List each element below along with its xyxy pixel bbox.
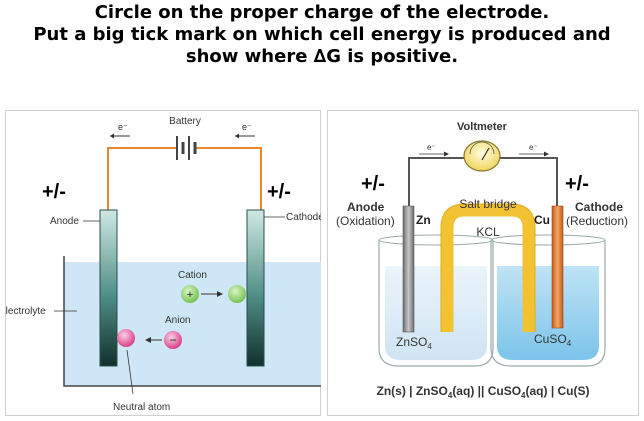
electron-arrowhead-right	[235, 133, 239, 139]
electron-label-left: e⁻	[118, 122, 128, 132]
anion-sign: −	[169, 333, 176, 347]
cation-arrowhead	[217, 291, 223, 297]
cathode-charge-mark[interactable]: +/-	[565, 173, 589, 195]
cation-particle	[181, 285, 199, 303]
voltmeter-label: Voltmeter	[457, 121, 508, 133]
instruction-line-1: Circle on the proper charge of the elect…	[94, 2, 550, 23]
electron-arrowhead-left	[110, 133, 114, 139]
neutral-atom-particle	[117, 329, 135, 347]
battery-label: Battery	[169, 116, 201, 127]
znso4-label: ZnSO4	[396, 335, 432, 351]
anode-charge-mark[interactable]: +/-	[361, 173, 385, 195]
anion-label: Anion	[165, 315, 191, 326]
cell-notation: Zn(s) | ZnSO4(aq) || CuSO4(aq) | Cu(S)	[377, 384, 590, 400]
anion-particle	[164, 331, 182, 349]
cathode-beaker	[490, 240, 606, 367]
copper-label: Cu	[534, 213, 550, 227]
wire	[408, 157, 558, 206]
anode-electrode	[99, 209, 118, 367]
anion-arrowhead	[145, 337, 151, 343]
neutral-atom-label: Neutral atom	[113, 402, 170, 413]
electron-label-right: e⁻	[242, 122, 252, 132]
instruction-line-3: show where ∆G is positive.	[185, 46, 459, 67]
cathode-label: Cathode	[575, 200, 623, 214]
anode-label: Anode	[50, 216, 79, 227]
instruction-line-2: Put a big tick mark on which cell energy…	[33, 24, 611, 45]
salt-bridge-label: Salt bridge	[459, 197, 517, 211]
electron-arrowhead-left	[444, 151, 449, 157]
cathode-charge-mark[interactable]: +/-	[267, 181, 291, 203]
salt-bridge-edge	[440, 203, 536, 332]
electron-arrowhead-right	[544, 151, 549, 157]
zinc-electrode	[402, 205, 415, 333]
cation-particle-2	[228, 285, 246, 303]
copper-electrode	[551, 205, 564, 329]
cathode-electrode	[246, 209, 265, 367]
wire	[107, 147, 262, 210]
cation-sign: +	[187, 289, 193, 301]
anode-sub-label: (Oxidation)	[336, 214, 395, 228]
voltmeter-needle	[481, 147, 490, 161]
cuso4-label: CuSO4	[534, 332, 572, 348]
cathode-label: Cathode	[286, 212, 321, 223]
electrolyte-label: Electrolyte	[5, 306, 46, 317]
salt-bridge	[440, 203, 536, 332]
electrolytic-cell-panel: Battery e⁻ e⁻ +/- +/- Anode Cathode Elec…	[0, 110, 327, 416]
cathode-beaker-rim	[490, 234, 606, 246]
anode-beaker-rim	[378, 234, 494, 246]
anode-charge-mark[interactable]: +/-	[42, 181, 66, 203]
electron-label-left: e⁻	[427, 143, 436, 152]
cation-label: Cation	[178, 270, 207, 281]
electrolytic-cell-diagram: Battery e⁻ e⁻ +/- +/- Anode Cathode Elec…	[0, 110, 327, 416]
voltmeter-scale	[469, 141, 495, 155]
voltmeter	[463, 140, 501, 172]
kcl-label: KCL	[476, 225, 500, 239]
neutral-atom-leader	[126, 349, 134, 395]
electron-label-right: e⁻	[529, 143, 538, 152]
zinc-label: Zn	[416, 213, 431, 227]
cathode-sub-label: (Reduction)	[566, 214, 628, 228]
anode-label: Anode	[347, 200, 385, 214]
galvanic-cell-diagram: Voltmeter e⁻ e⁻ +/- +/- Anode (Oxidation…	[327, 110, 639, 416]
galvanic-cell-panel: Voltmeter e⁻ e⁻ +/- +/- Anode (Oxidation…	[327, 110, 639, 416]
